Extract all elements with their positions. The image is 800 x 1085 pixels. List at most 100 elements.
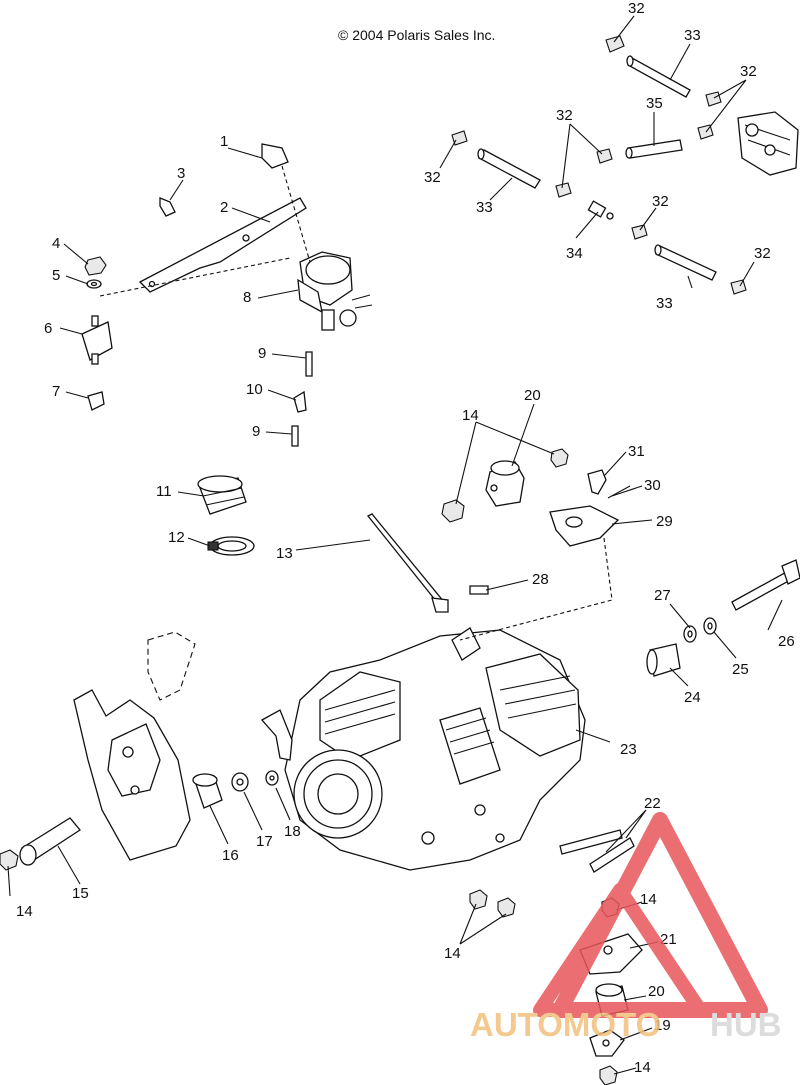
part-14-nut-d — [469, 889, 488, 910]
watermark-text-part2: HUB — [710, 1006, 782, 1043]
part-8-carburetor — [297, 251, 373, 331]
part-2-bracket — [138, 197, 307, 293]
callout-9b: 9 — [252, 423, 260, 440]
callout-34: 34 — [566, 245, 583, 262]
copyright-text: © 2004 Polaris Sales Inc. — [338, 27, 495, 43]
mount-assembly — [441, 448, 800, 677]
intake-boot-assembly — [197, 475, 449, 613]
callout-6: 6 — [44, 320, 52, 337]
part-17-washer — [231, 772, 249, 792]
callout-13: 13 — [276, 545, 293, 562]
callout-15: 15 — [72, 885, 89, 902]
part-3-screw — [159, 197, 176, 217]
part-14-nut-c — [0, 849, 19, 871]
callout-32b: 32 — [740, 63, 757, 80]
callout-1: 1 — [220, 133, 228, 150]
throttle-body-part — [737, 111, 799, 176]
callout-9a: 9 — [258, 345, 266, 362]
callout-labels: 1 2 3 4 5 6 7 8 9 10 9 11 12 13 14 20 31… — [16, 0, 795, 1076]
callout-33c: 33 — [656, 295, 673, 312]
lower-right-parts — [469, 829, 643, 1085]
callout-17: 17 — [256, 833, 273, 850]
part-9-hose-a — [305, 351, 313, 377]
part-32-connector-c — [697, 124, 714, 140]
callout-32a: 32 — [628, 0, 645, 17]
callout-5: 5 — [52, 267, 60, 284]
callout-10: 10 — [246, 381, 263, 398]
part-7-screw — [87, 391, 105, 411]
callout-14a: 14 — [462, 407, 479, 424]
part-9-hose-b — [291, 425, 299, 447]
callout-26: 26 — [778, 633, 795, 650]
part-34-fitting — [587, 200, 614, 220]
part-4-nut — [84, 256, 107, 276]
callout-19: 19 — [654, 1017, 671, 1034]
part-1-bracket — [261, 143, 289, 169]
leader-lines — [7, 15, 783, 1075]
part-13-rod — [366, 513, 449, 613]
callout-28: 28 — [532, 571, 549, 588]
part-32-connector-h — [730, 279, 747, 295]
callout-14c: 14 — [634, 1059, 651, 1076]
callout-27: 27 — [654, 587, 671, 604]
callout-32c: 32 — [556, 107, 573, 124]
callout-14d: 14 — [444, 945, 461, 962]
callout-25: 25 — [732, 661, 749, 678]
callout-32d: 32 — [424, 169, 441, 186]
part-14-nut-a — [441, 499, 465, 523]
part-14-nut-e — [497, 897, 516, 918]
part-32-connector-g — [631, 224, 648, 240]
frame-section — [73, 631, 196, 861]
callout-32e: 32 — [652, 193, 669, 210]
part-32-connector-f — [555, 182, 572, 198]
carburetor-assembly — [81, 143, 373, 447]
part-27-washer — [683, 625, 697, 643]
part-33-tube-b — [477, 148, 541, 189]
callout-33a: 33 — [684, 27, 701, 44]
part-33-tube-a — [626, 55, 691, 98]
part-28-bolt — [469, 585, 489, 595]
callout-7: 7 — [52, 383, 60, 400]
part-29-bracket — [549, 505, 620, 547]
callout-3: 3 — [177, 165, 185, 182]
part-16-bushing — [192, 773, 223, 809]
part-25-washer — [703, 617, 717, 635]
part-32-connector-a — [605, 35, 625, 53]
part-30-pin — [607, 485, 631, 499]
part-14-nut-g — [599, 1065, 618, 1085]
hose-assembly — [451, 35, 799, 295]
callout-14e: 14 — [16, 903, 33, 920]
part-35-tube — [625, 139, 683, 159]
callout-12: 12 — [168, 529, 185, 546]
part-15-sleeve — [19, 817, 81, 866]
part-22-bolt-a — [559, 829, 623, 855]
watermark: AUTOMOTO HUB — [470, 812, 782, 1043]
part-22-bolt-b — [589, 837, 635, 873]
callout-31: 31 — [628, 443, 645, 460]
part-18-washer — [265, 770, 279, 786]
part-12-clamp — [207, 536, 255, 556]
part-19-plate — [589, 1029, 625, 1057]
callout-8: 8 — [243, 289, 251, 306]
part-23-engine — [260, 627, 586, 871]
callout-11: 11 — [156, 483, 172, 500]
part-31-bolt — [587, 469, 607, 495]
callout-18: 18 — [284, 823, 301, 840]
part-24-spacer — [646, 643, 681, 677]
callout-16: 16 — [222, 847, 239, 864]
lower-left-parts — [0, 770, 279, 871]
callout-32f: 32 — [754, 245, 771, 262]
triangle-logo-icon — [533, 812, 768, 1018]
callout-33b: 33 — [476, 199, 493, 216]
part-33-tube-c — [654, 244, 717, 281]
callout-20b: 20 — [648, 983, 665, 1000]
part-10-fitting — [293, 390, 307, 413]
watermark-text-part1: AUTOMOTO — [470, 1006, 661, 1043]
callout-14b: 14 — [640, 891, 657, 908]
callout-2: 2 — [220, 199, 228, 216]
callout-24: 24 — [684, 689, 701, 706]
callout-20a: 20 — [524, 387, 541, 404]
callout-30: 30 — [644, 477, 661, 494]
part-20-mount — [485, 460, 525, 507]
